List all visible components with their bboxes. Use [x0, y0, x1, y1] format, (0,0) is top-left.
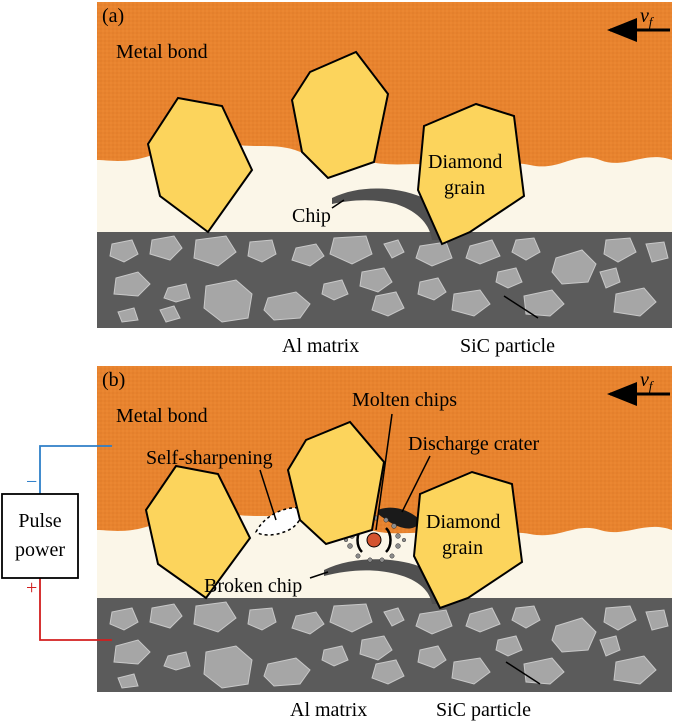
- velocity-label-b: vf: [640, 369, 655, 393]
- metal-bond-b: [97, 366, 672, 539]
- broken-chip-leader: [309, 571, 329, 579]
- self-sharpening-leader: [259, 469, 277, 521]
- self-sharpening-label: Self-sharpening: [146, 447, 273, 469]
- diamond-grain-a3: [416, 102, 526, 246]
- broken-chip-label: Broken chip: [204, 575, 302, 597]
- panel-b: (b) vf Metal bond Molten chips Discharge…: [97, 366, 672, 721]
- pulse-power-line2: power: [15, 539, 65, 561]
- sic-label-a: SiC particle: [460, 335, 555, 357]
- discharge-crater-b: [378, 507, 420, 529]
- positive-terminal: +: [26, 577, 37, 599]
- metal-bond-label-b: Metal bond: [116, 405, 208, 427]
- molten-chips-leader: [375, 413, 393, 531]
- al-matrix-label-b: Al matrix: [290, 699, 367, 721]
- sic-leader-a: [503, 295, 539, 319]
- sic-particles-b: [109, 601, 669, 689]
- chip-a: [332, 188, 448, 240]
- pulse-power-box: [1, 493, 79, 579]
- diamond-label-a-line1: Diamond: [428, 151, 502, 173]
- sic-label-b: SiC particle: [436, 699, 531, 721]
- self-sharpening-region: [255, 507, 302, 536]
- chip-label-a: Chip: [292, 205, 331, 227]
- wire-positive: [39, 578, 112, 641]
- panel-a-tag: (a): [102, 5, 124, 27]
- metal-bond-a: [97, 2, 672, 171]
- metal-bond-label-a: Metal bond: [116, 41, 208, 63]
- discharge-crater-label: Discharge crater: [408, 433, 540, 455]
- diamond-label-a-line2: grain: [444, 177, 485, 199]
- diamond-grain-b1: [144, 464, 252, 600]
- negative-terminal: −: [26, 471, 37, 493]
- pulse-power-circuit: Pulse power − +: [1, 445, 112, 641]
- diamond-grain-b2: [286, 420, 386, 546]
- diamond-label-b-line1: Diamond: [426, 511, 500, 533]
- diamond-grain-a1: [146, 96, 254, 234]
- sic-particles-a: [109, 235, 669, 323]
- pulse-power-line1: Pulse: [18, 510, 61, 532]
- sic-leader-b: [505, 661, 541, 685]
- velocity-label-a: vf: [640, 5, 655, 29]
- crater-leader: [401, 455, 431, 513]
- molten-chips-label: Molten chips: [352, 389, 457, 411]
- panel-b-tag: (b): [102, 369, 125, 391]
- al-matrix-label-a: Al matrix: [282, 335, 359, 357]
- broken-chip-b: [324, 559, 447, 604]
- chip-leader-a: [331, 199, 345, 209]
- diamond-label-b-line2: grain: [442, 537, 483, 559]
- diamond-grain-b3: [412, 470, 524, 610]
- panel-a: (a) vf Metal bond Diamond grain Chip Al …: [97, 2, 672, 357]
- wire-negative: [39, 445, 112, 494]
- diamond-grain-a2: [290, 50, 390, 180]
